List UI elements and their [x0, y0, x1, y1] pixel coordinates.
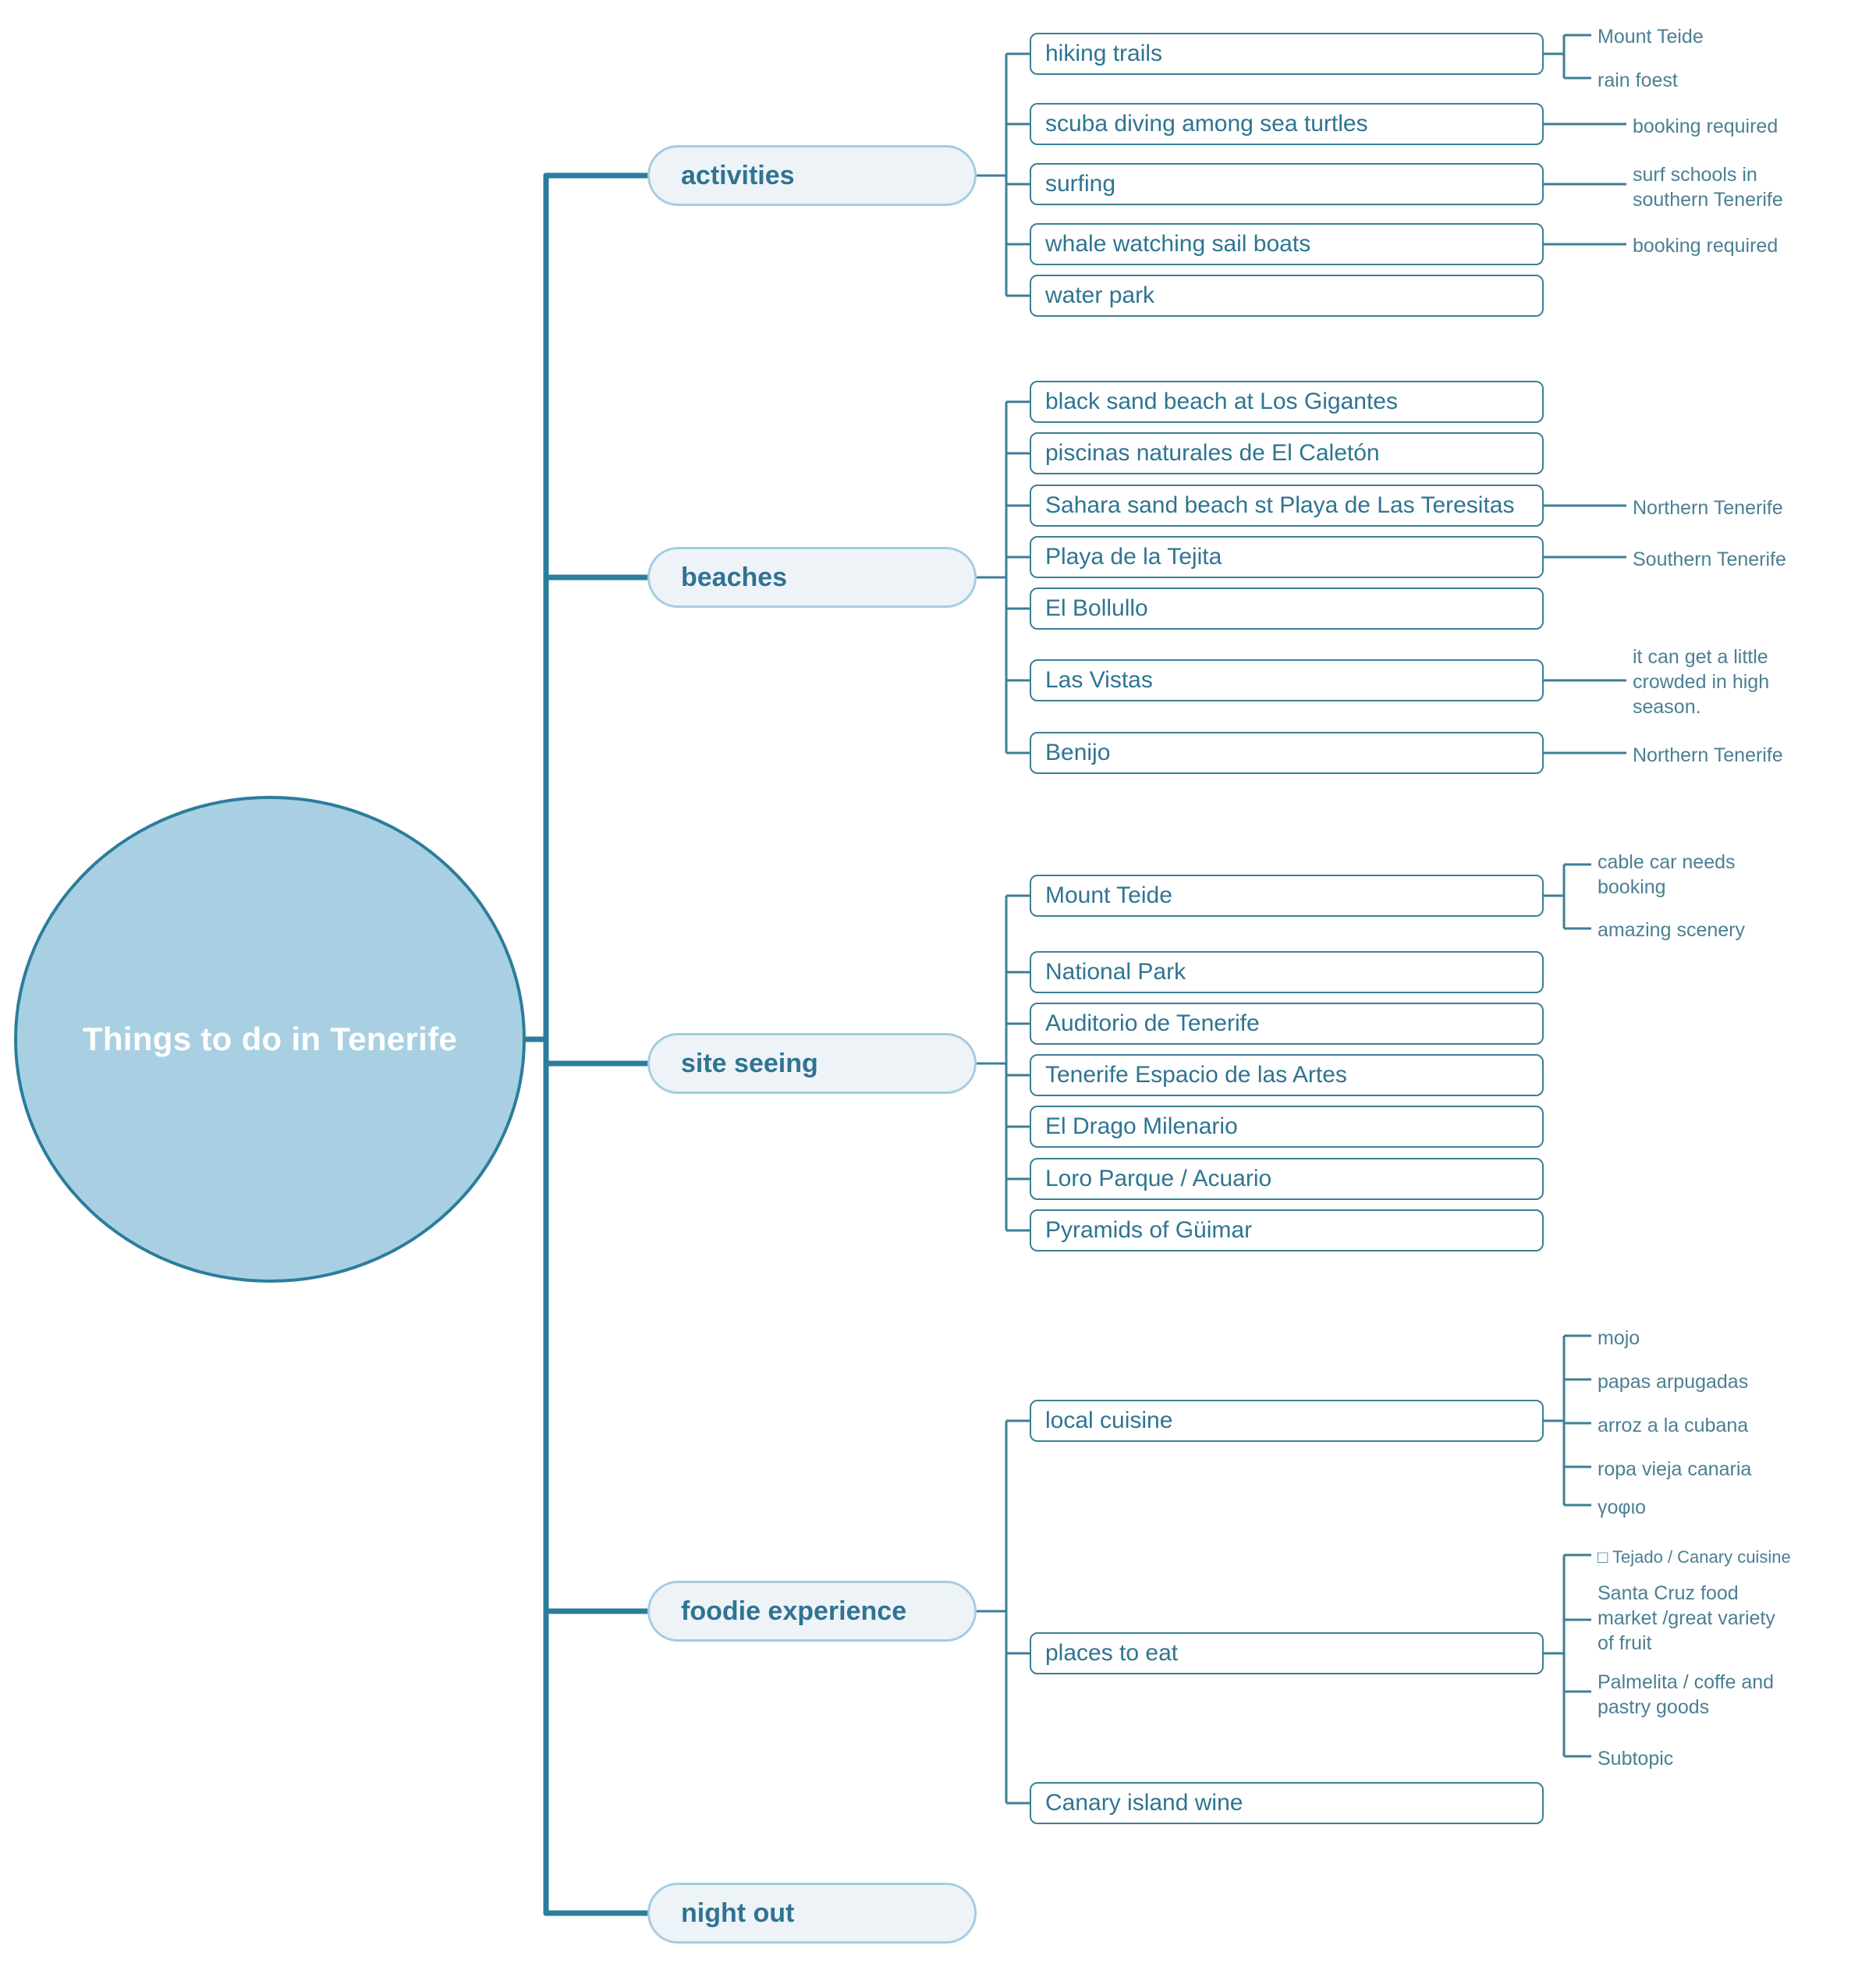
note-ropa-vieja-canaria: ropa vieja canaria [1598, 1458, 1752, 1480]
leaf-label: local cuisine [1045, 1408, 1173, 1433]
leaf-places-to-eat[interactable]: places to eat [1030, 1632, 1544, 1674]
note-surf-schools: surf schools in southern Tenerife [1633, 164, 1783, 211]
leaf-label: Auditorio de Tenerife [1045, 1010, 1260, 1036]
note-rain-forest: rain foest [1598, 69, 1678, 91]
root-node[interactable]: Things to do in Tenerife [14, 796, 526, 1283]
note-northern-tenerife-benijo: Northern Tenerife [1633, 744, 1783, 766]
note-arroz-a-la-cubana: arroz a la cubana [1598, 1415, 1749, 1436]
leaf-hiking-trails[interactable]: hiking trails [1030, 33, 1544, 75]
leaf-label: surfing [1045, 171, 1116, 197]
leaf-local-cuisine[interactable]: local cuisine [1030, 1400, 1544, 1442]
branch-activities[interactable]: activities [647, 145, 977, 206]
note-mojo: mojo [1598, 1327, 1640, 1349]
leaf-surfing[interactable]: surfing [1030, 163, 1544, 205]
note-southern-tenerife: Southern Tenerife [1633, 549, 1786, 570]
leaf-label: water park [1045, 282, 1155, 308]
branch-beaches[interactable]: beaches [647, 547, 977, 608]
branch-site-seeing[interactable]: site seeing [647, 1033, 977, 1094]
leaf-label: Loro Parque / Acuario [1045, 1166, 1272, 1191]
note-santa-cruz-food-market: Santa Cruz food market /great variety of… [1598, 1582, 1775, 1654]
note-northern-tenerife-sahara: Northern Tenerife [1633, 497, 1783, 519]
branch-label-site-seeing: site seeing [681, 1048, 818, 1078]
leaf-el-bollullo[interactable]: El Bollullo [1030, 588, 1544, 630]
leaf-label: Tenerife Espacio de las Artes [1045, 1062, 1347, 1088]
leaf-water-park[interactable]: water park [1030, 275, 1544, 317]
note-mount-teide: Mount Teide [1598, 26, 1704, 48]
note-el-tejado-canary-cuisine: □ Tejado / Canary cuisine [1598, 1547, 1791, 1567]
leaf-label: Sahara sand beach st Playa de Las Teresi… [1045, 492, 1515, 518]
leaf-label: El Bollullo [1045, 595, 1148, 621]
branch-label-night-out: night out [681, 1898, 795, 1928]
leaf-label: scuba diving among sea turtles [1045, 111, 1368, 137]
note-las-vistas-crowded: it can get a little crowded in high seas… [1633, 646, 1770, 718]
root-label: Things to do in Tenerife [82, 1020, 458, 1057]
leaf-label: hiking trails [1045, 41, 1163, 66]
leaf-benijo[interactable]: Benijo [1030, 732, 1544, 774]
leaf-sahara-sand-beach[interactable]: Sahara sand beach st Playa de Las Teresi… [1030, 485, 1544, 527]
note-palmelita-coffee-pastry: Palmelita / coffe and pastry goods [1598, 1671, 1775, 1718]
leaf-las-vistas[interactable]: Las Vistas [1030, 659, 1544, 701]
note-amazing-scenery: amazing scenery [1598, 919, 1745, 941]
leaf-label: Pyramids of Güimar [1045, 1217, 1253, 1243]
leaf-label: Las Vistas [1045, 667, 1153, 693]
leaf-el-drago-milenario[interactable]: El Drago Milenario [1030, 1106, 1544, 1148]
note-gofio: γοφιο [1598, 1496, 1647, 1518]
leaf-label: National Park [1045, 959, 1186, 985]
note-booking-required-scuba: booking required [1633, 115, 1778, 137]
leaf-label: Playa de la Tejita [1045, 544, 1222, 570]
leaf-label: places to eat [1045, 1640, 1179, 1666]
leaf-tenerife-espacio-de-las-artes[interactable]: Tenerife Espacio de las Artes [1030, 1054, 1544, 1096]
leaf-label: black sand beach at Los Gigantes [1045, 389, 1398, 414]
branch-label-foodie-experience: foodie experience [681, 1596, 907, 1626]
leaf-label: El Drago Milenario [1045, 1113, 1238, 1139]
leaf-piscinas-naturales[interactable]: piscinas naturales de El Caletón [1030, 432, 1544, 474]
branch-label-activities: activities [681, 160, 795, 190]
note-booking-required-whale: booking required [1633, 235, 1778, 257]
leaf-pyramids-of-guimar[interactable]: Pyramids of Güimar [1030, 1209, 1544, 1252]
leaf-label: Canary island wine [1045, 1790, 1243, 1816]
leaf-national-park[interactable]: National Park [1030, 951, 1544, 993]
leaf-loro-parque-acuario[interactable]: Loro Parque / Acuario [1030, 1158, 1544, 1200]
branch-label-beaches: beaches [681, 562, 788, 592]
leaf-auditorio-de-tenerife[interactable]: Auditorio de Tenerife [1030, 1003, 1544, 1045]
leaf-label: Benijo [1045, 740, 1111, 765]
leaf-whale-watching[interactable]: whale watching sail boats [1030, 223, 1544, 265]
leaf-black-sand-beach[interactable]: black sand beach at Los Gigantes [1030, 381, 1544, 423]
leaf-label: Mount Teide [1045, 882, 1172, 908]
branch-foodie-experience[interactable]: foodie experience [647, 1581, 977, 1642]
note-subtopic: Subtopic [1598, 1748, 1674, 1770]
leaf-canary-island-wine[interactable]: Canary island wine [1030, 1782, 1544, 1824]
note-papas-arpugadas: papas arpugadas [1598, 1371, 1749, 1393]
leaf-playa-de-la-tejita[interactable]: Playa de la Tejita [1030, 536, 1544, 578]
branch-night-out[interactable]: night out [647, 1883, 977, 1944]
leaf-label: piscinas naturales de El Caletón [1045, 440, 1380, 466]
note-cable-car-booking: cable car needs booking [1598, 851, 1736, 898]
leaf-scuba-diving[interactable]: scuba diving among sea turtles [1030, 103, 1544, 145]
leaf-label: whale watching sail boats [1045, 231, 1311, 257]
leaf-mount-teide[interactable]: Mount Teide [1030, 875, 1544, 917]
